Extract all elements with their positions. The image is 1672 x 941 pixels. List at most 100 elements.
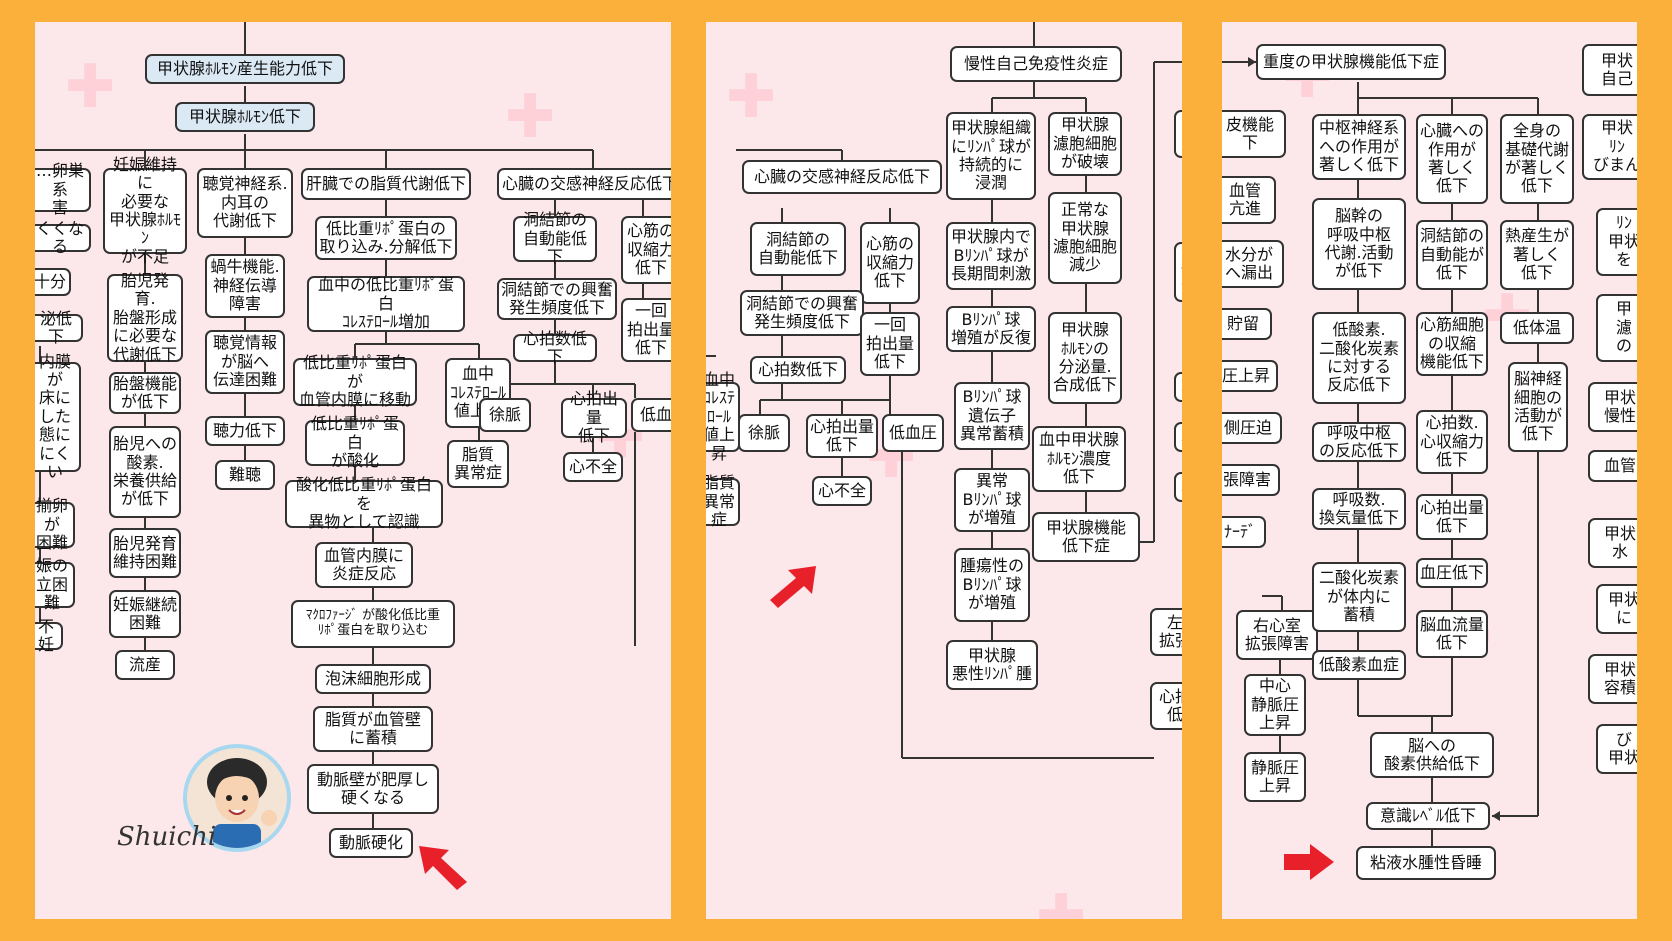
node-cropped-left: 貯留 — [1222, 308, 1272, 340]
node-cropped-right: ﾘﾝ 甲状 を — [1596, 208, 1637, 276]
node-blood-ldl-increase: 血中の低比重ﾘﾎﾟ蛋白 ｺﾚｽﾃﾛｰﾙ増加 — [307, 276, 465, 332]
node-ovary-system: …卵巣系 害 — [35, 162, 91, 217]
node-neuron-activity-decline: 脳神経 細胞の 活動が 低下 — [1508, 362, 1568, 452]
node-cropped-right: 心 — [1174, 372, 1182, 402]
node-ldl-migration: 低比重ﾘﾎﾟ蛋白が 血管内膜に移動 — [293, 354, 417, 409]
node-lymphocyte-infiltration: 甲状腺組織 にﾘﾝﾊﾟ球が 持続的に 浸潤 — [946, 112, 1036, 200]
node-cropped-left: 皮機能 下 — [1222, 110, 1286, 158]
node-secretion-decline: 泌低下 — [35, 309, 83, 346]
node-brain-oxygen-supply: 脳への 酸素供給低下 — [1370, 732, 1494, 778]
node-ventilation-decline: 呼吸数. 換気量低下 — [1312, 488, 1406, 530]
node-hypothermia: 低体温 — [1500, 312, 1574, 344]
cross-decoration: ✚ — [505, 82, 556, 152]
node-hypotension: 低血 — [631, 398, 671, 432]
node-thyroid-malignant-lymphoma: 甲状腺 悪性ﾘﾝﾊﾟ腫 — [946, 640, 1038, 690]
node-deafness: 難聴 — [215, 460, 275, 490]
node-heart-rate-decline: 心拍数低下 — [750, 356, 846, 384]
node-miscarriage: 流産 — [115, 650, 175, 680]
node-cropped-left: 血管 亢進 — [1222, 176, 1276, 224]
node-thyroid-hormone-decline: 甲状腺ﾎﾙﾓﾝ低下 — [175, 102, 315, 132]
node-cropped-right: 血 心 — [1174, 242, 1182, 302]
node-cropped-right: 甲状 水 — [1588, 518, 1637, 568]
node-cropped-right: 甲 — [1174, 110, 1182, 158]
node-dyslipidemia: 脂質 異常症 — [706, 474, 740, 529]
node-follicular-cell-decrease: 正常な 甲状腺 濾胞細胞 減少 — [1048, 192, 1122, 284]
node-cropped-right: 甲状 自己 — [1582, 44, 1637, 96]
node-cropped-right: 甲状 に — [1596, 584, 1637, 634]
node-hearing-decline: 聴力低下 — [205, 416, 285, 446]
node-harder: くくなる — [35, 219, 91, 256]
node-cochlea-function: 蝸牛機能. 神経伝導 障害 — [205, 254, 285, 318]
node-fetal-development-difficulty: 胎児発育 維持困難 — [109, 528, 181, 578]
node-right-ventricle-dilation: 右心室 拡張障害 — [1236, 610, 1318, 660]
node-pregnancy-continuation: 妊娠継続 困難 — [109, 590, 181, 638]
node-dyslipidemia: 脂質 異常症 — [447, 440, 509, 488]
node-liver-lipid-metabolism: 肝臓での脂質代謝低下 — [301, 168, 471, 200]
node-central-venous-pressure: 中心 静脈圧 上昇 — [1244, 674, 1306, 736]
node-b-lymphocyte-gene-abnormality: Bﾘﾝﾊﾟ球 遺伝子 異常蓄積 — [954, 382, 1030, 450]
node-fetal-oxygen: 胎児への 酸素. 栄養供給 が低下 — [109, 426, 181, 518]
node-cropped-right: 甲状 慢性 — [1588, 382, 1637, 432]
node-sinus-excitation-frequency: 洞結節での興奮 発生頻度低下 — [497, 278, 617, 320]
node-cropped-right: 左 拡張 — [1150, 608, 1182, 656]
node-sinus-node-automaticity: 洞結節の 自動能が 低下 — [1416, 220, 1488, 290]
node-severe-hypothyroidism: 重度の甲状腺機能低下症 — [1256, 44, 1446, 80]
node-heart-failure: 心不全 — [563, 452, 623, 482]
node-cns-effect-decline: 中枢神経系 への作用が 著しく低下 — [1312, 114, 1406, 180]
node-cerebral-blood-flow: 脳血流量 低下 — [1416, 610, 1488, 658]
node-sinus-excitation-frequency: 洞結節での興奮 発生頻度低下 — [740, 290, 864, 336]
node-bradycardia: 徐脈 — [479, 398, 531, 432]
node-cropped-right: 甲状 ﾘﾝ びまん — [1582, 114, 1637, 180]
node-co2-accumulation: 二酸化炭素 が体内に 蓄積 — [1312, 562, 1406, 632]
cross-decoration: ✚ — [1036, 882, 1087, 919]
node-cardiac-sympathetic-decline: 心臓の交感神経反応低下 — [742, 160, 942, 194]
red-arrow-icon — [1284, 844, 1334, 880]
cross-decoration: ✚ — [726, 62, 777, 132]
node-sinus-node-automaticity: 洞結節の 自動能低下 — [513, 211, 597, 266]
node-heart-effect-decline: 心臓への 作用が 著しく 低下 — [1416, 114, 1488, 204]
node-hypoxemia: 低酸素血症 — [1312, 650, 1406, 680]
node-heat-production-decline: 熱産生が 著しく 低下 — [1500, 220, 1574, 290]
node-cardiac-output: 心拍出量 低下 — [561, 390, 627, 445]
node-cardiomyocyte-contraction: 心筋細胞 の収縮 機能低下 — [1416, 312, 1488, 376]
node-inflammation: 血管内膜に 炎症反応 — [315, 542, 413, 588]
red-arrow-icon — [770, 566, 816, 608]
node-hypothyroidism: 甲状腺機能 低下症 — [1032, 512, 1140, 562]
node-myocardial-contraction: 心筋の 収縮力 低下 — [621, 216, 671, 284]
node-stroke-volume: 一回 拍出量 低下 — [621, 298, 671, 362]
node-endometrium: 内膜が 床に した 態に にくい — [35, 352, 81, 481]
node-bradycardia: 徐脈 — [738, 414, 790, 452]
node-ldl-oxidation: 低比重ﾘﾎﾟ蛋白 が酸化 — [305, 415, 405, 470]
red-arrow-icon — [419, 846, 467, 890]
node-chronic-autoimmune-inflammation: 慢性自己免疫性炎症 — [950, 46, 1122, 82]
node-cardiac-output: 心拍出量 低下 — [1416, 494, 1488, 540]
flowchart-panel-3: ✚ ✚ ✚ — [1222, 22, 1637, 919]
node-pregnancy-maintenance: 妊娠維持に 必要な 甲状腺ﾎﾙﾓﾝ が不足 — [103, 155, 187, 265]
node-hypoxia-response: 低酸素. 二酸化炭素 に対する 反応低下 — [1312, 312, 1406, 404]
node-hormone-secretion-decline: 甲状腺 ﾎﾙﾓﾝの 分泌量. 合成低下 — [1048, 312, 1122, 404]
node-cropped-right: 心 — [1174, 422, 1182, 452]
node-macrophage: ﾏｸﾛﾌｧｰｼﾞ が酸化低比重 ﾘﾎﾟ蛋白を取り込む — [291, 600, 455, 648]
node-cropped-right: 甲 濾 の — [1596, 294, 1637, 362]
node-cropped-right: 血管 — [1588, 450, 1637, 482]
node-blood-pressure-decline: 血圧低下 — [1416, 558, 1488, 588]
node-arteriosclerosis: 動脈硬化 — [329, 828, 413, 858]
node-hypotension: 低血圧 — [882, 414, 944, 452]
node-blood-hormone-decline: 血中甲状腺 ﾎﾙﾓﾝ濃度 低下 — [1032, 426, 1126, 492]
flowchart-panel-2: ✚ ✚ ✚ — [706, 22, 1182, 919]
node-lipid-accumulation: 脂質が血管壁 に蓄積 — [313, 706, 433, 752]
node-myocardial-contraction: 心筋の 収縮力 低下 — [860, 222, 920, 304]
node-arterial-thickening: 動脈壁が肥厚し 硬くなる — [307, 764, 439, 814]
node-cropped-right: 甲状 容積 — [1588, 654, 1637, 704]
node-blood-cholesterol: 血中 ｺﾚｽﾃﾛｰﾙ 値上昇 — [706, 370, 740, 462]
node-cropped-left: ﾅｰﾃﾞ — [1222, 516, 1266, 548]
node-tumor-b-lymphocyte: 腫瘍性の Bﾘﾝﾊﾟ球 が増殖 — [954, 548, 1030, 622]
node-placental-function: 胎盤機能 が低下 — [109, 372, 181, 414]
node-b-lymphocyte-proliferation: Bﾘﾝﾊﾟ球 増殖が反復 — [946, 306, 1036, 352]
node-respiratory-center-response: 呼吸中枢 の反応低下 — [1312, 422, 1406, 462]
node-pregnancy-establish: 娠の 立困難 — [35, 557, 75, 612]
node-stroke-volume: 一回 拍出量 低下 — [860, 312, 920, 376]
node-ovulation-difficulty: 揃卵が 困難 — [35, 497, 75, 552]
node-insufficient: 十分 — [35, 268, 71, 296]
node-auditory-transmission: 聴覚情報 が脳へ 伝達困難 — [205, 330, 285, 394]
